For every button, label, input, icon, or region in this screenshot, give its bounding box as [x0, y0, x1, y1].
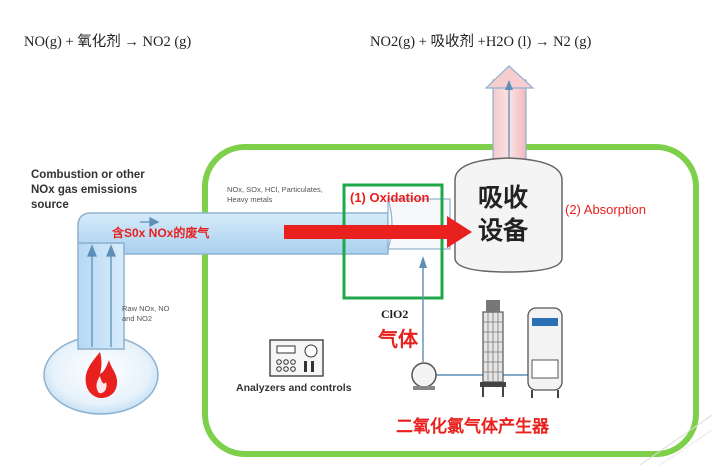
equation-absorption: NO2(g) + 吸收剂 +H2O (l) → N2 (g) — [370, 34, 592, 50]
duct-label: 含S0x NOx的废气 — [112, 226, 210, 240]
analyzer-panel — [269, 339, 324, 377]
pump — [411, 362, 437, 388]
pollutants-label: NOx, SOx, HCl, Particulates, Heavy metal… — [227, 185, 323, 204]
source-label: Combustion or other NOx gas emissions so… — [31, 169, 145, 211]
raw-nox-label: Raw NOx, NO and NO2 — [122, 304, 170, 323]
absorber-text-line2: 设备 — [478, 217, 529, 245]
clo2-label: ClO2 — [381, 307, 409, 321]
absorption-label: (2) Absorption — [565, 202, 646, 217]
system-boundary — [202, 144, 699, 457]
upflow-arrows — [87, 244, 116, 347]
oxidation-label: (1) Oxidation — [350, 190, 430, 205]
flow-arrow-shaft — [284, 225, 450, 239]
clo2-feed-line — [422, 262, 530, 376]
analyzers-label: Analyzers and controls — [236, 382, 352, 394]
absorber-vessel — [454, 157, 563, 273]
generator-label: 二氧化氯气体产生器 — [396, 417, 549, 436]
oxidation-zone — [342, 183, 444, 300]
flame-icon — [85, 352, 118, 398]
absorber-text-line1: 吸收 — [478, 184, 529, 212]
flow-arrow-head — [447, 216, 472, 248]
gas-label: 气体 — [378, 329, 418, 351]
equation-oxidation: NO(g) + 氧化剂 → NO2 (g) — [24, 34, 192, 50]
inlet-duct — [77, 242, 125, 350]
